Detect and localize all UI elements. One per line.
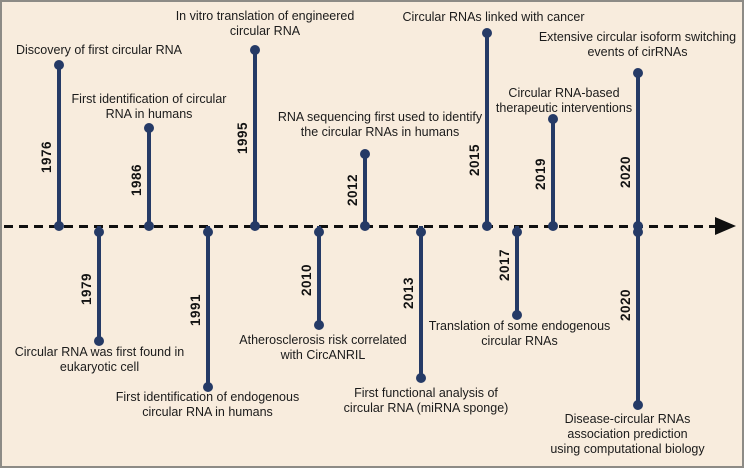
event-axis-dot bbox=[360, 221, 370, 231]
event-description: Circular RNAs linked with cancer bbox=[402, 10, 585, 24]
event-axis-dot bbox=[94, 227, 104, 237]
event-year-label: 1976 bbox=[39, 140, 54, 174]
event-tip-dot bbox=[144, 123, 154, 133]
event-tip-dot bbox=[548, 114, 558, 124]
event-axis-dot bbox=[203, 227, 213, 237]
event-year-label: 1986 bbox=[129, 163, 144, 197]
event-stem bbox=[97, 226, 101, 341]
event-year-label: 2020 bbox=[618, 288, 633, 322]
event-axis-dot bbox=[633, 227, 643, 237]
event-year-label: 2020 bbox=[618, 155, 633, 189]
event-stem bbox=[363, 154, 367, 228]
event-tip-dot bbox=[360, 149, 370, 159]
event-year-label: 2012 bbox=[345, 173, 360, 207]
event-description: Discovery of first circular RNA bbox=[16, 43, 182, 57]
event-axis-dot bbox=[512, 227, 522, 237]
event-year-label: 2017 bbox=[497, 248, 512, 282]
event-axis-dot bbox=[416, 227, 426, 237]
event-stem bbox=[57, 65, 61, 228]
event-stem bbox=[636, 226, 640, 405]
event-description: First identification of circular RNA in … bbox=[71, 92, 227, 121]
event-year-label: 2019 bbox=[533, 157, 548, 191]
event-stem bbox=[317, 226, 321, 325]
event-year-label: 2013 bbox=[401, 276, 416, 310]
event-tip-dot bbox=[314, 320, 324, 330]
event-description: First identification of endogenous circu… bbox=[115, 390, 300, 419]
event-stem bbox=[419, 226, 423, 378]
event-description: Extensive circular isoform switching eve… bbox=[538, 30, 737, 59]
event-stem bbox=[551, 119, 555, 228]
event-stem bbox=[206, 226, 210, 387]
event-tip-dot bbox=[203, 382, 213, 392]
event-year-label: 1979 bbox=[79, 272, 94, 306]
event-stem bbox=[253, 50, 257, 228]
event-stem bbox=[515, 226, 519, 315]
event-axis-dot bbox=[482, 221, 492, 231]
event-tip-dot bbox=[250, 45, 260, 55]
event-description: Disease-circular RNAs association predic… bbox=[550, 412, 705, 456]
event-description: Atherosclerosis risk correlated with Cir… bbox=[239, 333, 407, 362]
event-tip-dot bbox=[633, 68, 643, 78]
event-description: RNA sequencing first used to identify th… bbox=[277, 110, 483, 139]
event-tip-dot bbox=[54, 60, 64, 70]
event-axis-dot bbox=[314, 227, 324, 237]
event-description: Translation of some endogenous circular … bbox=[428, 319, 611, 348]
event-axis-dot bbox=[144, 221, 154, 231]
event-stem bbox=[147, 128, 151, 228]
timeline-arrow-head-icon bbox=[715, 217, 736, 235]
event-year-label: 1991 bbox=[188, 293, 203, 327]
event-axis-dot bbox=[250, 221, 260, 231]
event-stem bbox=[636, 73, 640, 228]
event-tip-dot bbox=[512, 310, 522, 320]
event-stem bbox=[485, 33, 489, 228]
event-tip-dot bbox=[416, 373, 426, 383]
event-tip-dot bbox=[94, 336, 104, 346]
event-year-label: 1995 bbox=[235, 121, 250, 155]
event-axis-dot bbox=[54, 221, 64, 231]
event-description: In vitro translation of engineered circu… bbox=[175, 9, 355, 38]
event-description: Circular RNA was first found in eukaryot… bbox=[14, 345, 185, 374]
event-year-label: 2015 bbox=[467, 143, 482, 177]
event-tip-dot bbox=[482, 28, 492, 38]
event-tip-dot bbox=[633, 400, 643, 410]
event-year-label: 2010 bbox=[299, 263, 314, 297]
event-description: First functional analysis of circular RN… bbox=[343, 386, 509, 415]
event-axis-dot bbox=[548, 221, 558, 231]
event-description: Circular RNA-based therapeutic intervent… bbox=[495, 86, 633, 115]
